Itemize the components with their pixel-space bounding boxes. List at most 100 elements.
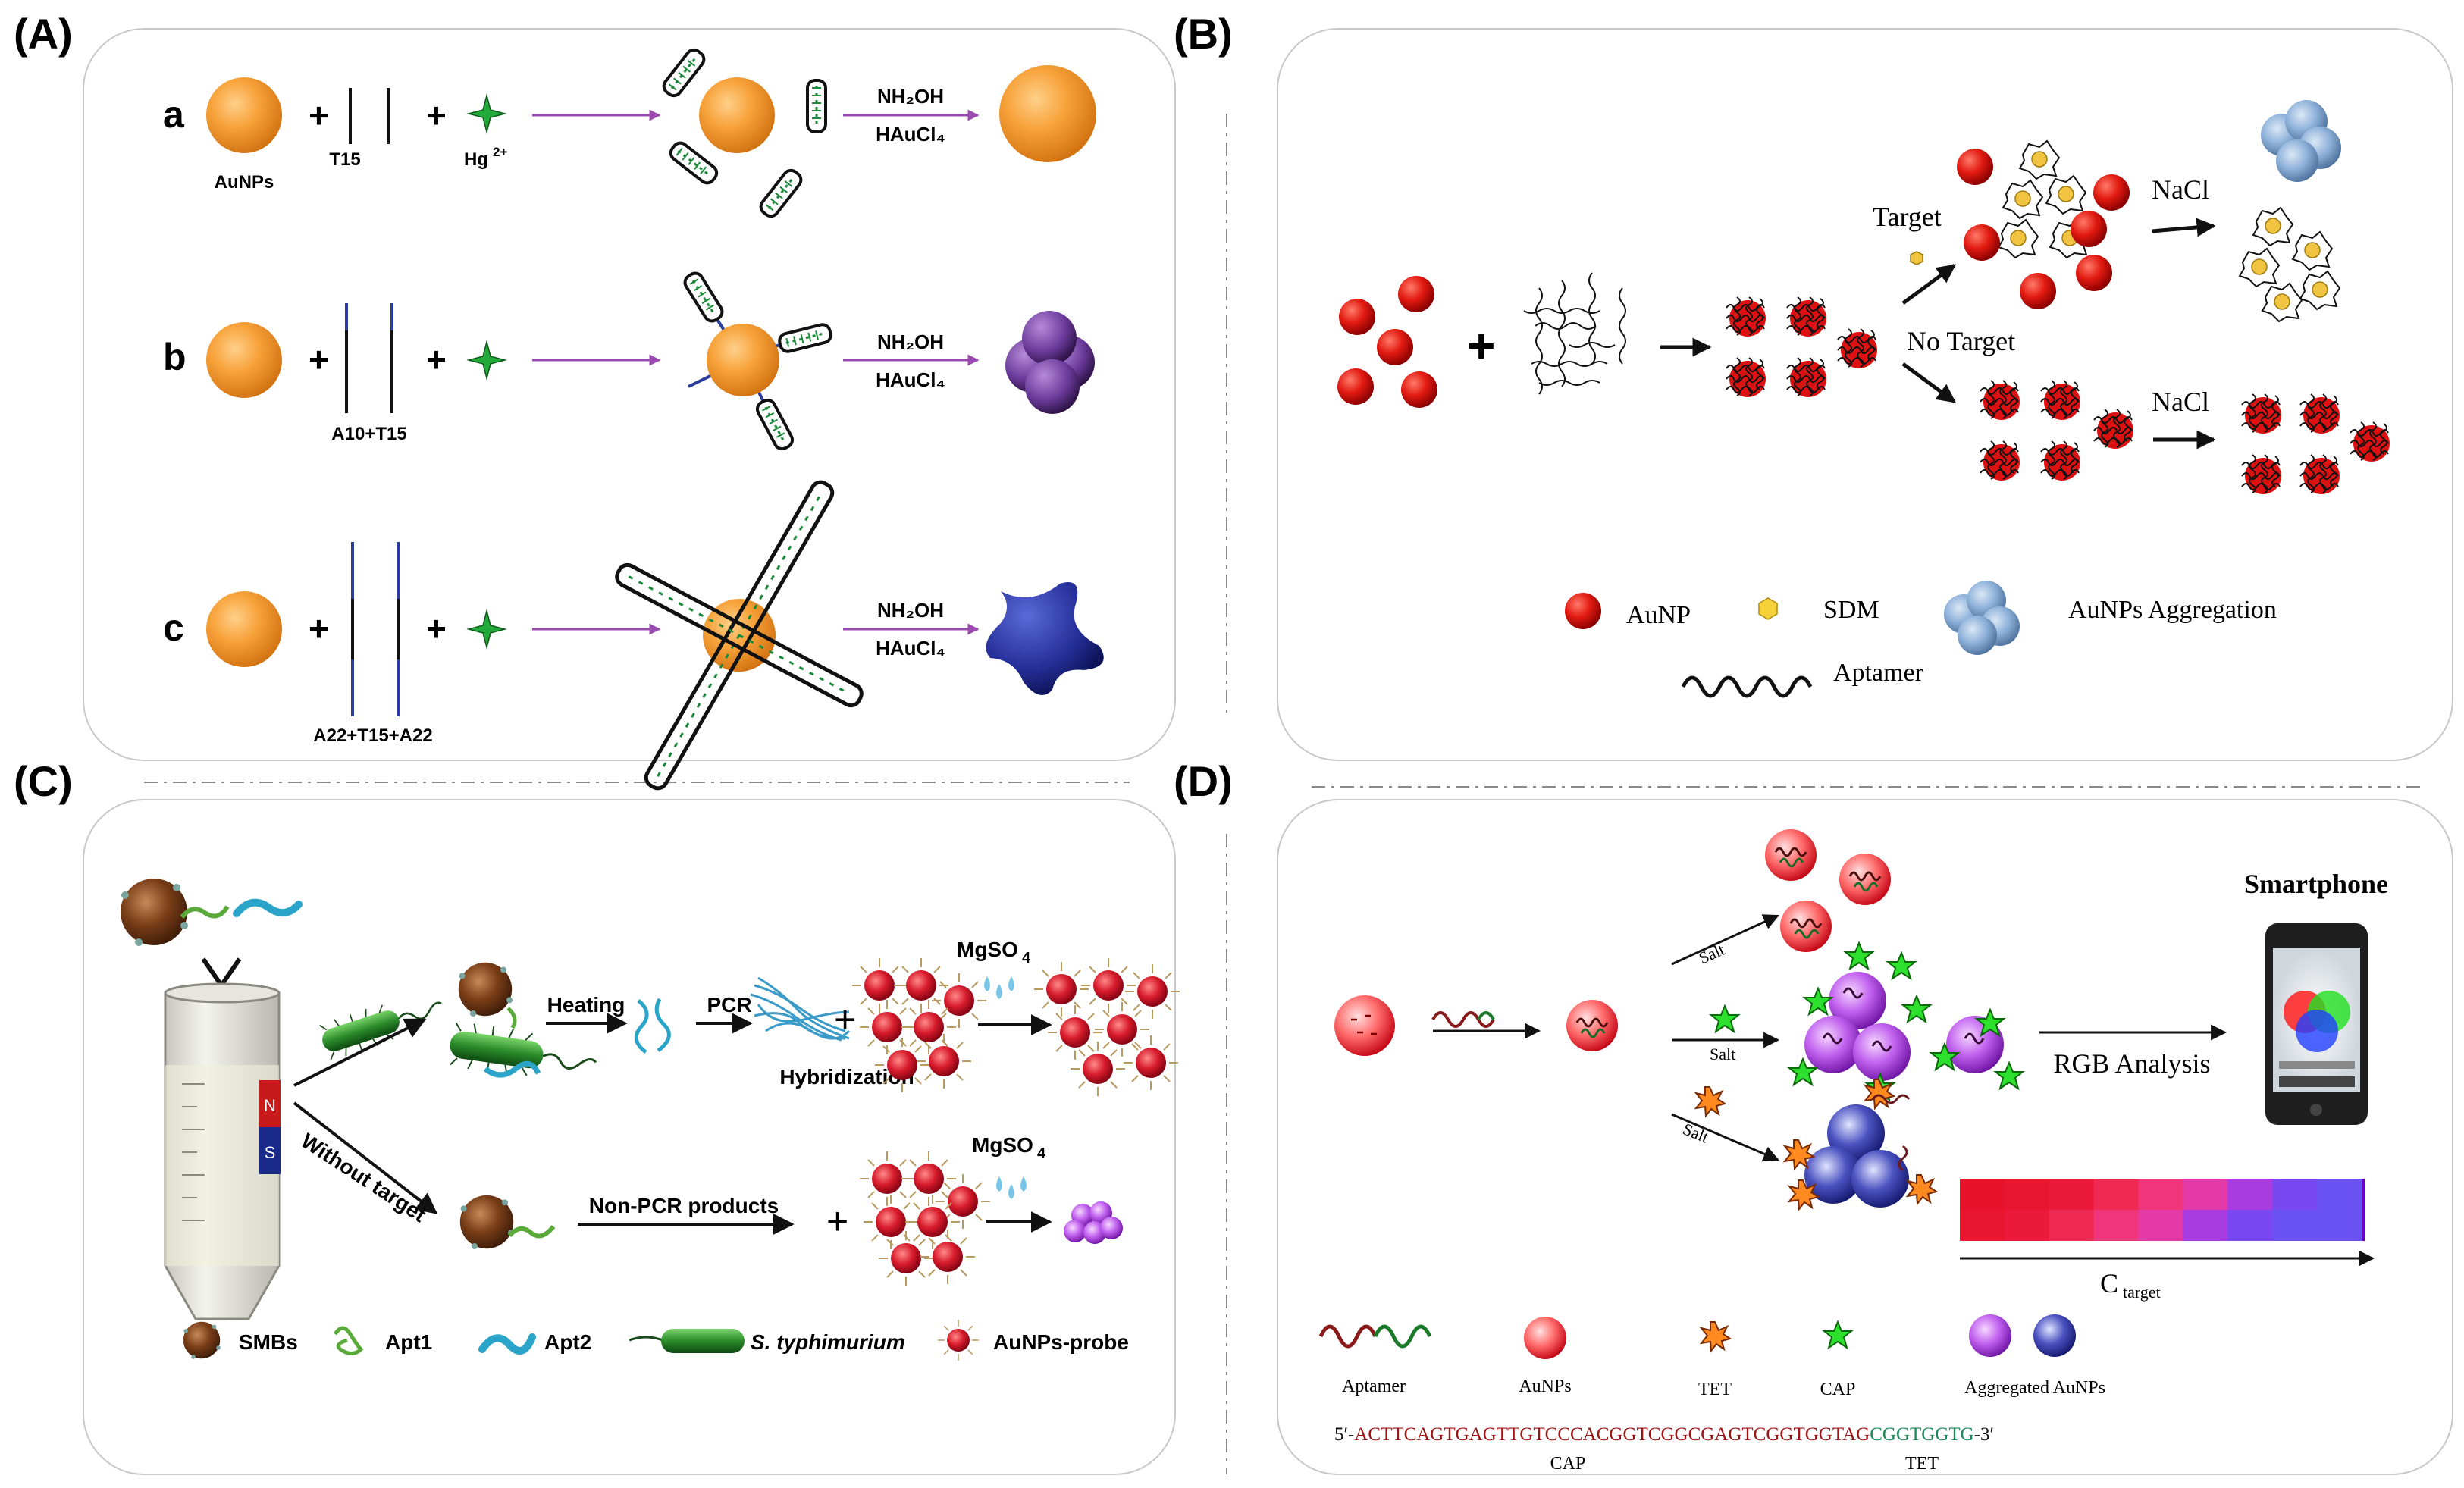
- aunp-sphere: [699, 77, 775, 153]
- aptamer-strand: [1431, 1011, 1495, 1028]
- long-duplexes: [615, 480, 864, 791]
- t-hg-t-duplex: [659, 45, 709, 101]
- aunp-sphere: [206, 322, 282, 398]
- t-hg-t-duplex: [756, 165, 806, 221]
- colorimetric-gradient: [1960, 1179, 2362, 1241]
- nacl-label-1: NaCl: [2152, 174, 2209, 205]
- gradient-cell: [2317, 1210, 2362, 1241]
- c-target-label: C: [2100, 1268, 2118, 1298]
- gradient-cell: [2183, 1210, 2228, 1241]
- magnet-n-label: N: [264, 1096, 276, 1115]
- aunps-label: AuNPs: [215, 172, 274, 193]
- legend-agg-violet-icon: [1969, 1314, 2011, 1357]
- aptamer-coated-aunps: [1726, 296, 1878, 398]
- legend-B: AuNP SDM AuNPs Aggregation Aptamer: [1565, 581, 2277, 698]
- aptamer-strand-tet: [1477, 1011, 1495, 1021]
- pcr-products: [750, 976, 851, 1042]
- legend-cap-icon: [1823, 1321, 1852, 1349]
- legend-probe: AuNPs-probe: [993, 1330, 1129, 1354]
- mgso4-sub-2: 4: [1037, 1145, 1046, 1162]
- legend-aunp: AuNP: [1626, 601, 1691, 629]
- smartphone-label: Smartphone: [2244, 869, 2388, 899]
- gradient-cell: [2317, 1179, 2362, 1210]
- seq-suffix: -3′: [1974, 1424, 1994, 1445]
- probe-cluster: [859, 1151, 991, 1286]
- gradient-cell: [1960, 1179, 2005, 1210]
- gradient-cell: [2227, 1179, 2273, 1210]
- hg-charge: 2+: [493, 145, 507, 159]
- tet-icon: [1695, 1086, 1726, 1117]
- gradient-cell: [2272, 1210, 2318, 1241]
- panel-label-D: (D): [1174, 757, 1233, 805]
- seq-cap-part: ACTTCAGTGAGTTGTCCCACGGTCGGCGAGTCGGTGGTAG: [1354, 1424, 1870, 1445]
- no-target-branch: [1980, 380, 2134, 481]
- t-hg-t-duplex: [666, 138, 722, 188]
- legend-tet-icon: [1701, 1321, 1731, 1352]
- panel-C: N S Without target Heating PCR Hybridiza…: [121, 879, 1180, 1361]
- legend-bacteria-icon: [661, 1329, 745, 1353]
- row-b: b + A10+T15 + NH₂OH HAuCl₄: [163, 268, 1095, 452]
- apt1-strand: [180, 905, 230, 919]
- dna-label-t15: T15: [329, 149, 360, 170]
- mgso4-label-1: MgSO: [957, 938, 1018, 961]
- bare-aunp: [1334, 995, 1395, 1056]
- purple-aggregate: [1005, 311, 1095, 414]
- salt-label-1: Salt: [1696, 940, 1727, 968]
- smartphone-icon: [2265, 923, 2368, 1125]
- legend-apt1-icon: [333, 1326, 364, 1355]
- legend-aptamer-icon: [1318, 1324, 1378, 1349]
- gradient-cell: [2272, 1179, 2318, 1210]
- gradient-cell: [1960, 1210, 2005, 1241]
- legend-aptamer: Aptamer: [1833, 659, 1924, 687]
- smb-bead: [459, 1195, 514, 1249]
- salt-arrow: [2151, 218, 2216, 237]
- reagent-haucl4: HAuCl₄: [876, 637, 945, 659]
- reagent-haucl4: HAuCl₄: [876, 368, 945, 391]
- legend-aunps: AuNPs: [1519, 1377, 1571, 1396]
- hg-label: Hg: [464, 149, 488, 170]
- legend-agg-icon: [1944, 581, 2020, 655]
- seq-prefix: 5′-: [1334, 1424, 1354, 1445]
- t-hg-t-duplex: [680, 268, 727, 326]
- plus-sign: +: [1467, 318, 1495, 373]
- gradient-cell: [2227, 1210, 2273, 1241]
- stable-aunps: [2241, 393, 2390, 495]
- seq-cap-label: CAP: [1550, 1454, 1586, 1474]
- reagent-nh2oh: NH₂OH: [877, 85, 944, 108]
- released-sdm: [2239, 207, 2340, 322]
- salt-label-3: Salt: [1680, 1119, 1711, 1146]
- target-label: Target: [1873, 202, 1942, 232]
- mgso4-label-2: MgSO: [972, 1133, 1033, 1157]
- legend-apt2: Apt2: [544, 1330, 591, 1354]
- captured-complex: [445, 962, 600, 1088]
- grown-aunp-sphere: [999, 65, 1096, 162]
- aggregated-probes: [1064, 1201, 1123, 1244]
- panel-B: + Target No Target: [1337, 100, 2390, 698]
- row-a: a AuNPs + T15 + Hg 2+ NH₂OH HAuCl₄: [163, 45, 1096, 221]
- legend-tet: TET: [1698, 1380, 1732, 1399]
- legend-cap: CAP: [1820, 1380, 1856, 1399]
- seq-tet-label: TET: [1905, 1454, 1939, 1474]
- row-c: c + A22+T15+A22 +: [163, 480, 1104, 791]
- legend-probe-icon: [937, 1319, 980, 1361]
- magnet-s-label: S: [265, 1143, 276, 1162]
- cap-icon: [1710, 1005, 1739, 1032]
- gradient-cell: [2049, 1210, 2095, 1241]
- gradient-cell: [2138, 1179, 2183, 1210]
- aunp-sphere: [206, 591, 282, 667]
- without-target-label: Without target: [297, 1129, 431, 1226]
- legend-aggregation: AuNPs Aggregation: [2068, 596, 2277, 624]
- apt2-strand: [233, 898, 303, 917]
- salt-arrow-up: [1671, 914, 1779, 966]
- legend-smb-icon: [183, 1321, 221, 1359]
- no-target-label: No Target: [1907, 326, 2015, 356]
- dna-label-a10-t15: A10+T15: [331, 424, 406, 444]
- non-pcr-label: Non-PCR products: [589, 1194, 779, 1217]
- with-target-arrow: [293, 1018, 427, 1087]
- legend-aunps-icon: [1524, 1317, 1566, 1359]
- plus-sign: +: [426, 340, 447, 379]
- star-shaped-gold: [986, 582, 1104, 696]
- heating-label: Heating: [547, 993, 625, 1017]
- legend-aggregated: Aggregated AuNPs: [1964, 1378, 2105, 1398]
